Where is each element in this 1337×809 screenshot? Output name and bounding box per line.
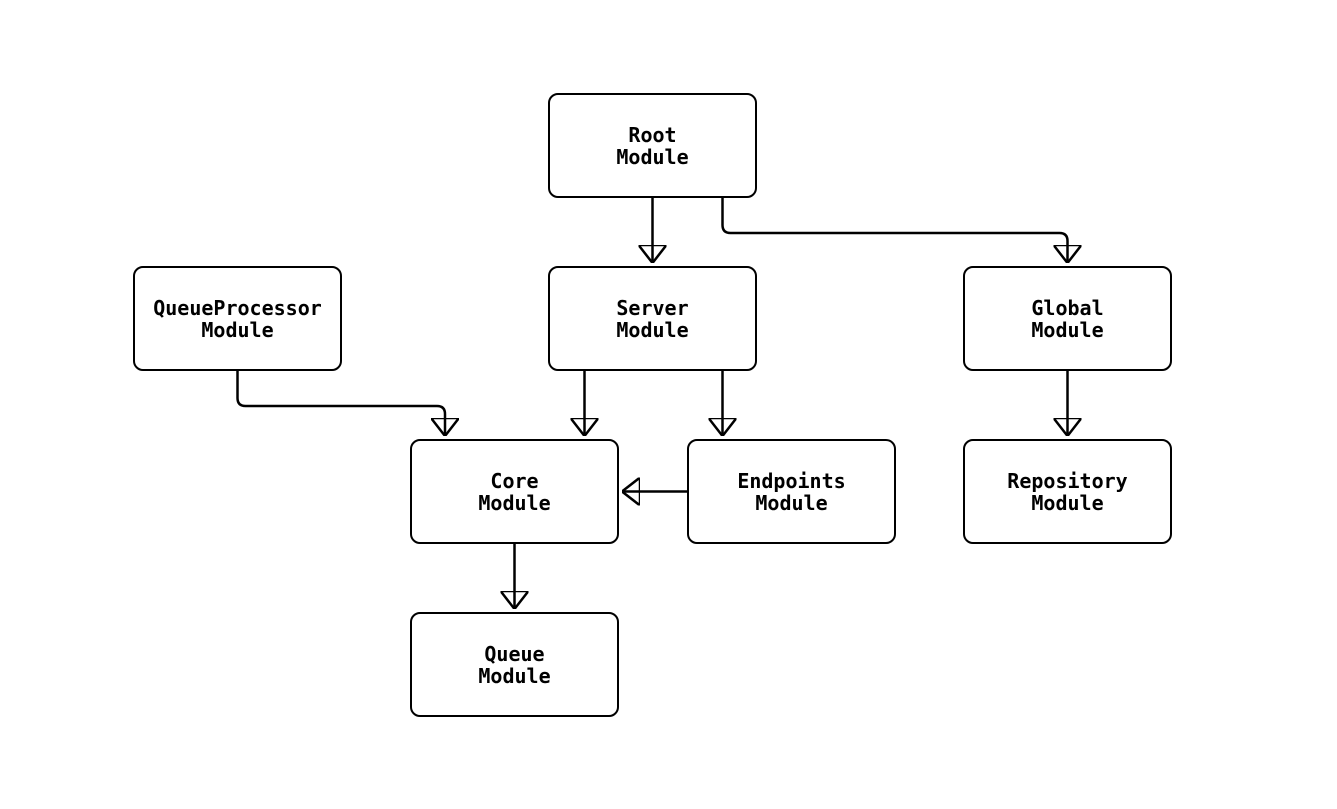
node-root-module: Root Module — [548, 93, 757, 198]
node-label: Module — [201, 317, 274, 342]
node-server-module: Server Module — [548, 266, 757, 371]
node-label: Module — [478, 663, 551, 688]
edge-root-to-global — [721, 198, 1068, 263]
node-label: Root — [628, 122, 677, 147]
node-label: Module — [755, 490, 828, 515]
node-endpoints-module: Endpoints Module — [687, 439, 896, 544]
node-label: Queue — [484, 641, 545, 666]
node-label: Core — [490, 468, 539, 493]
node-label: Module — [1031, 317, 1104, 342]
node-global-module: Global Module — [963, 266, 1172, 371]
node-queue-module: Queue Module — [410, 612, 619, 717]
node-label: Endpoints — [737, 468, 846, 493]
edge-queueprocessor-to-core — [236, 371, 446, 436]
node-label: Module — [1031, 490, 1104, 515]
node-label: Repository — [1007, 468, 1128, 493]
node-label: Module — [616, 317, 689, 342]
node-queueprocessor-module: QueueProcessor Module — [133, 266, 342, 371]
node-label: Server — [616, 295, 689, 320]
node-core-module: Core Module — [410, 439, 619, 544]
node-label: QueueProcessor — [153, 295, 322, 320]
node-label: Global — [1031, 295, 1104, 320]
node-repository-module: Repository Module — [963, 439, 1172, 544]
node-label: Module — [616, 144, 689, 169]
node-label: Module — [478, 490, 551, 515]
